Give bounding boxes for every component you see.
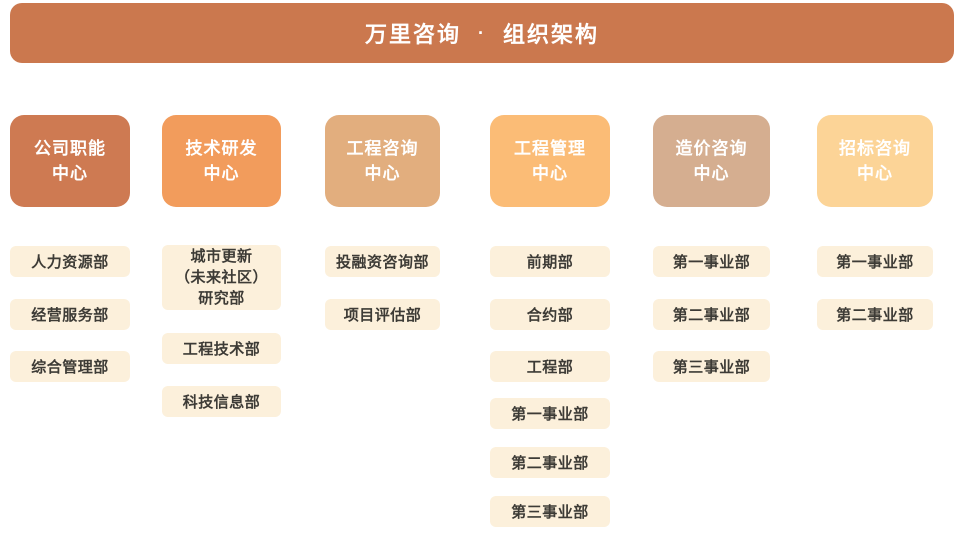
center-title-line1: 造价咨询 bbox=[675, 139, 748, 158]
column-bidding-consulting-center: 招标咨询 中心 第一事业部 第二事业部 bbox=[817, 0, 933, 534]
center-title-line2: 中心 bbox=[693, 164, 730, 183]
title-separator-dot: · bbox=[478, 22, 486, 43]
department-line2: （未来社区） bbox=[174, 269, 268, 286]
department-box: 投融资咨询部 bbox=[325, 246, 440, 277]
company-name: 万里咨询 bbox=[364, 22, 461, 47]
department-box: 工程技术部 bbox=[162, 333, 281, 364]
department-box: 第三事业部 bbox=[653, 351, 770, 382]
center-header-tech-rd: 技术研发 中心 bbox=[162, 115, 281, 207]
department-line3: 研究部 bbox=[198, 290, 245, 307]
center-title-line1: 工程咨询 bbox=[346, 139, 419, 158]
department-box: 第二事业部 bbox=[490, 447, 610, 478]
department-box: 前期部 bbox=[490, 246, 610, 277]
department-box: 经营服务部 bbox=[10, 299, 130, 330]
column-tech-rd-center: 技术研发 中心 城市更新 （未来社区） 研究部 工程技术部 科技信息部 bbox=[162, 0, 281, 534]
department-box: 工程部 bbox=[490, 351, 610, 382]
department-box: 项目评估部 bbox=[325, 299, 440, 330]
center-header-engineering-consulting: 工程咨询 中心 bbox=[325, 115, 440, 207]
department-box: 第一事业部 bbox=[653, 246, 770, 277]
department-box: 合约部 bbox=[490, 299, 610, 330]
department-box: 综合管理部 bbox=[10, 351, 130, 382]
center-title-line1: 技术研发 bbox=[185, 139, 258, 158]
center-title-line2: 中心 bbox=[203, 164, 240, 183]
center-title-line1: 公司职能 bbox=[34, 139, 106, 158]
center-header-bidding-consulting: 招标咨询 中心 bbox=[817, 115, 933, 207]
column-company-functions-center: 公司职能 中心 人力资源部 经营服务部 综合管理部 bbox=[10, 0, 130, 534]
chart-title-banner: 万里咨询 · 组织架构 bbox=[10, 3, 954, 63]
column-engineering-consulting-center: 工程咨询 中心 投融资咨询部 项目评估部 bbox=[325, 0, 440, 534]
center-header-company-functions: 公司职能 中心 bbox=[10, 115, 130, 207]
department-box: 第三事业部 bbox=[490, 496, 610, 527]
department-box: 第二事业部 bbox=[817, 299, 933, 330]
department-line1: 城市更新 bbox=[190, 248, 253, 265]
department-box: 第一事业部 bbox=[490, 398, 610, 429]
column-cost-consulting-center: 造价咨询 中心 第一事业部 第二事业部 第三事业部 bbox=[653, 0, 770, 534]
center-title-line2: 中心 bbox=[857, 164, 893, 183]
center-title-line2: 中心 bbox=[52, 164, 88, 183]
chart-subtitle: 组织架构 bbox=[503, 22, 600, 47]
column-engineering-management-center: 工程管理 中心 前期部 合约部 工程部 第一事业部 第二事业部 第三事业部 bbox=[490, 0, 610, 534]
center-title-line2: 中心 bbox=[532, 164, 568, 183]
department-box: 科技信息部 bbox=[162, 386, 281, 417]
department-box: 城市更新 （未来社区） 研究部 bbox=[162, 245, 281, 310]
department-box: 第二事业部 bbox=[653, 299, 770, 330]
center-title-line1: 工程管理 bbox=[514, 139, 586, 158]
center-title-line2: 中心 bbox=[364, 164, 401, 183]
center-header-engineering-management: 工程管理 中心 bbox=[490, 115, 610, 207]
department-box: 第一事业部 bbox=[817, 246, 933, 277]
center-header-cost-consulting: 造价咨询 中心 bbox=[653, 115, 770, 207]
department-box: 人力资源部 bbox=[10, 246, 130, 277]
center-title-line1: 招标咨询 bbox=[839, 139, 911, 158]
